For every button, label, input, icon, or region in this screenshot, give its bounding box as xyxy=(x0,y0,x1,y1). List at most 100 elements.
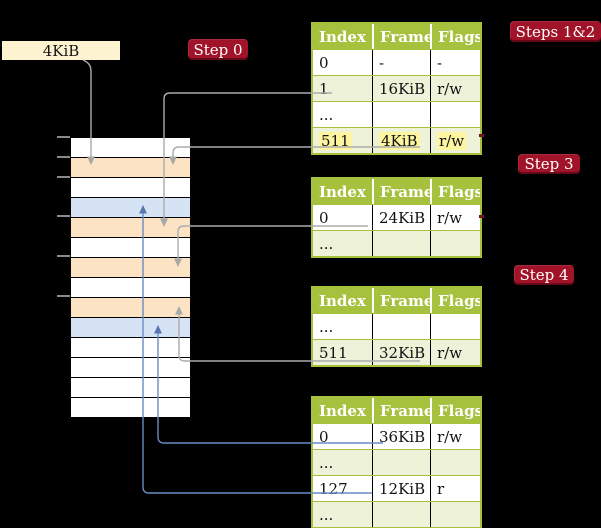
cell-flags xyxy=(430,502,480,527)
cell-frame xyxy=(372,314,430,339)
table-row: 127 12KiB r xyxy=(313,475,480,501)
axis-tick xyxy=(57,176,70,178)
memory-row xyxy=(71,258,190,278)
cell-index: 0 xyxy=(319,427,329,446)
memory-row xyxy=(71,338,190,358)
step3-label: Step 3 xyxy=(524,155,574,173)
steps12-badge: Steps 1&2 xyxy=(510,21,601,42)
level1-table: Index Frame Flags 0 36KiB r/w ... 127 12… xyxy=(311,396,482,528)
memory-row xyxy=(71,198,190,218)
cell-index: ... xyxy=(319,453,334,472)
cell-index: ... xyxy=(319,234,334,253)
axis-tick xyxy=(57,156,70,158)
cell-flags: r xyxy=(430,476,480,501)
cell-frame xyxy=(372,502,430,527)
cell-flags: r/w xyxy=(430,205,480,230)
cell-index: 0 xyxy=(319,53,329,72)
memory-row xyxy=(71,398,190,417)
cell-index: 0 xyxy=(319,208,329,227)
memory-row xyxy=(71,238,190,258)
col-header-frame: Frame xyxy=(372,179,430,204)
cell-flags: r/w xyxy=(430,340,480,365)
cell-frame: 36KiB xyxy=(372,424,430,449)
step0-label: Step 0 xyxy=(193,40,243,59)
table-row: 511 32KiB r/w xyxy=(313,339,480,365)
level3-table: Index Frame Flags 0 24KiB r/w ... xyxy=(311,177,482,258)
cell-frame: 24KiB xyxy=(372,205,430,230)
col-header-frame: Frame xyxy=(372,24,430,49)
step4-badge: Step 4 xyxy=(514,265,574,285)
col-header-flags: Flags xyxy=(430,398,480,423)
col-header-index: Index xyxy=(319,291,366,310)
table-row: 1 16KiB r/w xyxy=(313,75,480,101)
cell-index: ... xyxy=(319,105,334,124)
col-header-flags: Flags xyxy=(430,288,480,313)
cell-index: 127 xyxy=(319,479,348,498)
memory-row xyxy=(71,278,190,298)
table-header-row: Index Frame Flags xyxy=(313,24,480,49)
step4-label: Step 4 xyxy=(519,266,569,284)
level2-table: Index Frame Flags ... 511 32KiB r/w xyxy=(311,286,482,367)
table-row: 0 36KiB r/w xyxy=(313,423,480,449)
col-header-index: Index xyxy=(319,401,366,420)
cell-flags xyxy=(430,450,480,475)
col-header-index: Index xyxy=(319,182,366,201)
table-row: ... xyxy=(313,501,480,527)
axis-tick xyxy=(57,136,70,138)
memory-row xyxy=(71,138,190,158)
cell-frame: 12KiB xyxy=(372,476,430,501)
highlighted-value: r/w xyxy=(437,131,467,150)
cell-frame xyxy=(372,450,430,475)
memory-row xyxy=(71,298,190,318)
table-row: ... xyxy=(313,313,480,339)
table-row: ... xyxy=(313,230,480,256)
memory-row xyxy=(71,218,190,238)
col-header-flags: Flags xyxy=(430,24,480,49)
col-header-frame: Frame xyxy=(372,398,430,423)
cr3-frame-box: 4KiB xyxy=(2,41,120,60)
cell-flags: r/w xyxy=(430,424,480,449)
cell-index: ... xyxy=(319,317,334,336)
table-header-row: Index Frame Flags xyxy=(313,288,480,313)
physical-memory-stack xyxy=(70,137,191,418)
memory-row xyxy=(71,318,190,338)
steps12-label: Steps 1&2 xyxy=(515,22,596,41)
highlighted-value: 511 xyxy=(319,131,352,150)
step3-badge: Step 3 xyxy=(518,154,580,174)
cr3-frame-label: 4KiB xyxy=(42,41,80,60)
cell-index: 1 xyxy=(319,79,329,98)
memory-row xyxy=(71,178,190,198)
cell-frame xyxy=(372,231,430,256)
memory-row xyxy=(71,158,190,178)
table-row: ... xyxy=(313,101,480,127)
col-header-index: Index xyxy=(319,27,366,46)
cell-frame: 16KiB xyxy=(372,76,430,101)
col-header-flags: Flags xyxy=(430,179,480,204)
memory-row xyxy=(71,358,190,378)
cell-index: 511 xyxy=(319,343,348,362)
highlighted-value: 4KiB xyxy=(379,131,420,150)
level4-table: Index Frame Flags 0 - - 1 16KiB r/w ... … xyxy=(311,22,482,155)
cell-frame xyxy=(372,102,430,127)
memory-row xyxy=(71,378,190,398)
cell-flags: r/w xyxy=(430,128,480,153)
table-header-row: Index Frame Flags xyxy=(313,398,480,423)
axis-tick xyxy=(57,295,70,297)
cell-frame: - xyxy=(372,50,430,75)
table-header-row: Index Frame Flags xyxy=(313,179,480,204)
cell-flags xyxy=(430,102,480,127)
cell-index: ... xyxy=(319,505,334,524)
col-header-frame: Frame xyxy=(372,288,430,313)
cell-flags xyxy=(430,231,480,256)
cell-frame: 32KiB xyxy=(372,340,430,365)
table-row: 0 - - xyxy=(313,49,480,75)
step0-badge: Step 0 xyxy=(188,39,248,60)
cell-flags: r/w xyxy=(430,76,480,101)
table-row-highlighted: 511 4KiB r/w xyxy=(313,127,480,153)
cell-frame: 4KiB xyxy=(372,128,430,153)
table-row: ... xyxy=(313,449,480,475)
cell-flags xyxy=(430,314,480,339)
cell-index: 511 xyxy=(313,128,372,153)
table-row: 0 24KiB r/w xyxy=(313,204,480,230)
